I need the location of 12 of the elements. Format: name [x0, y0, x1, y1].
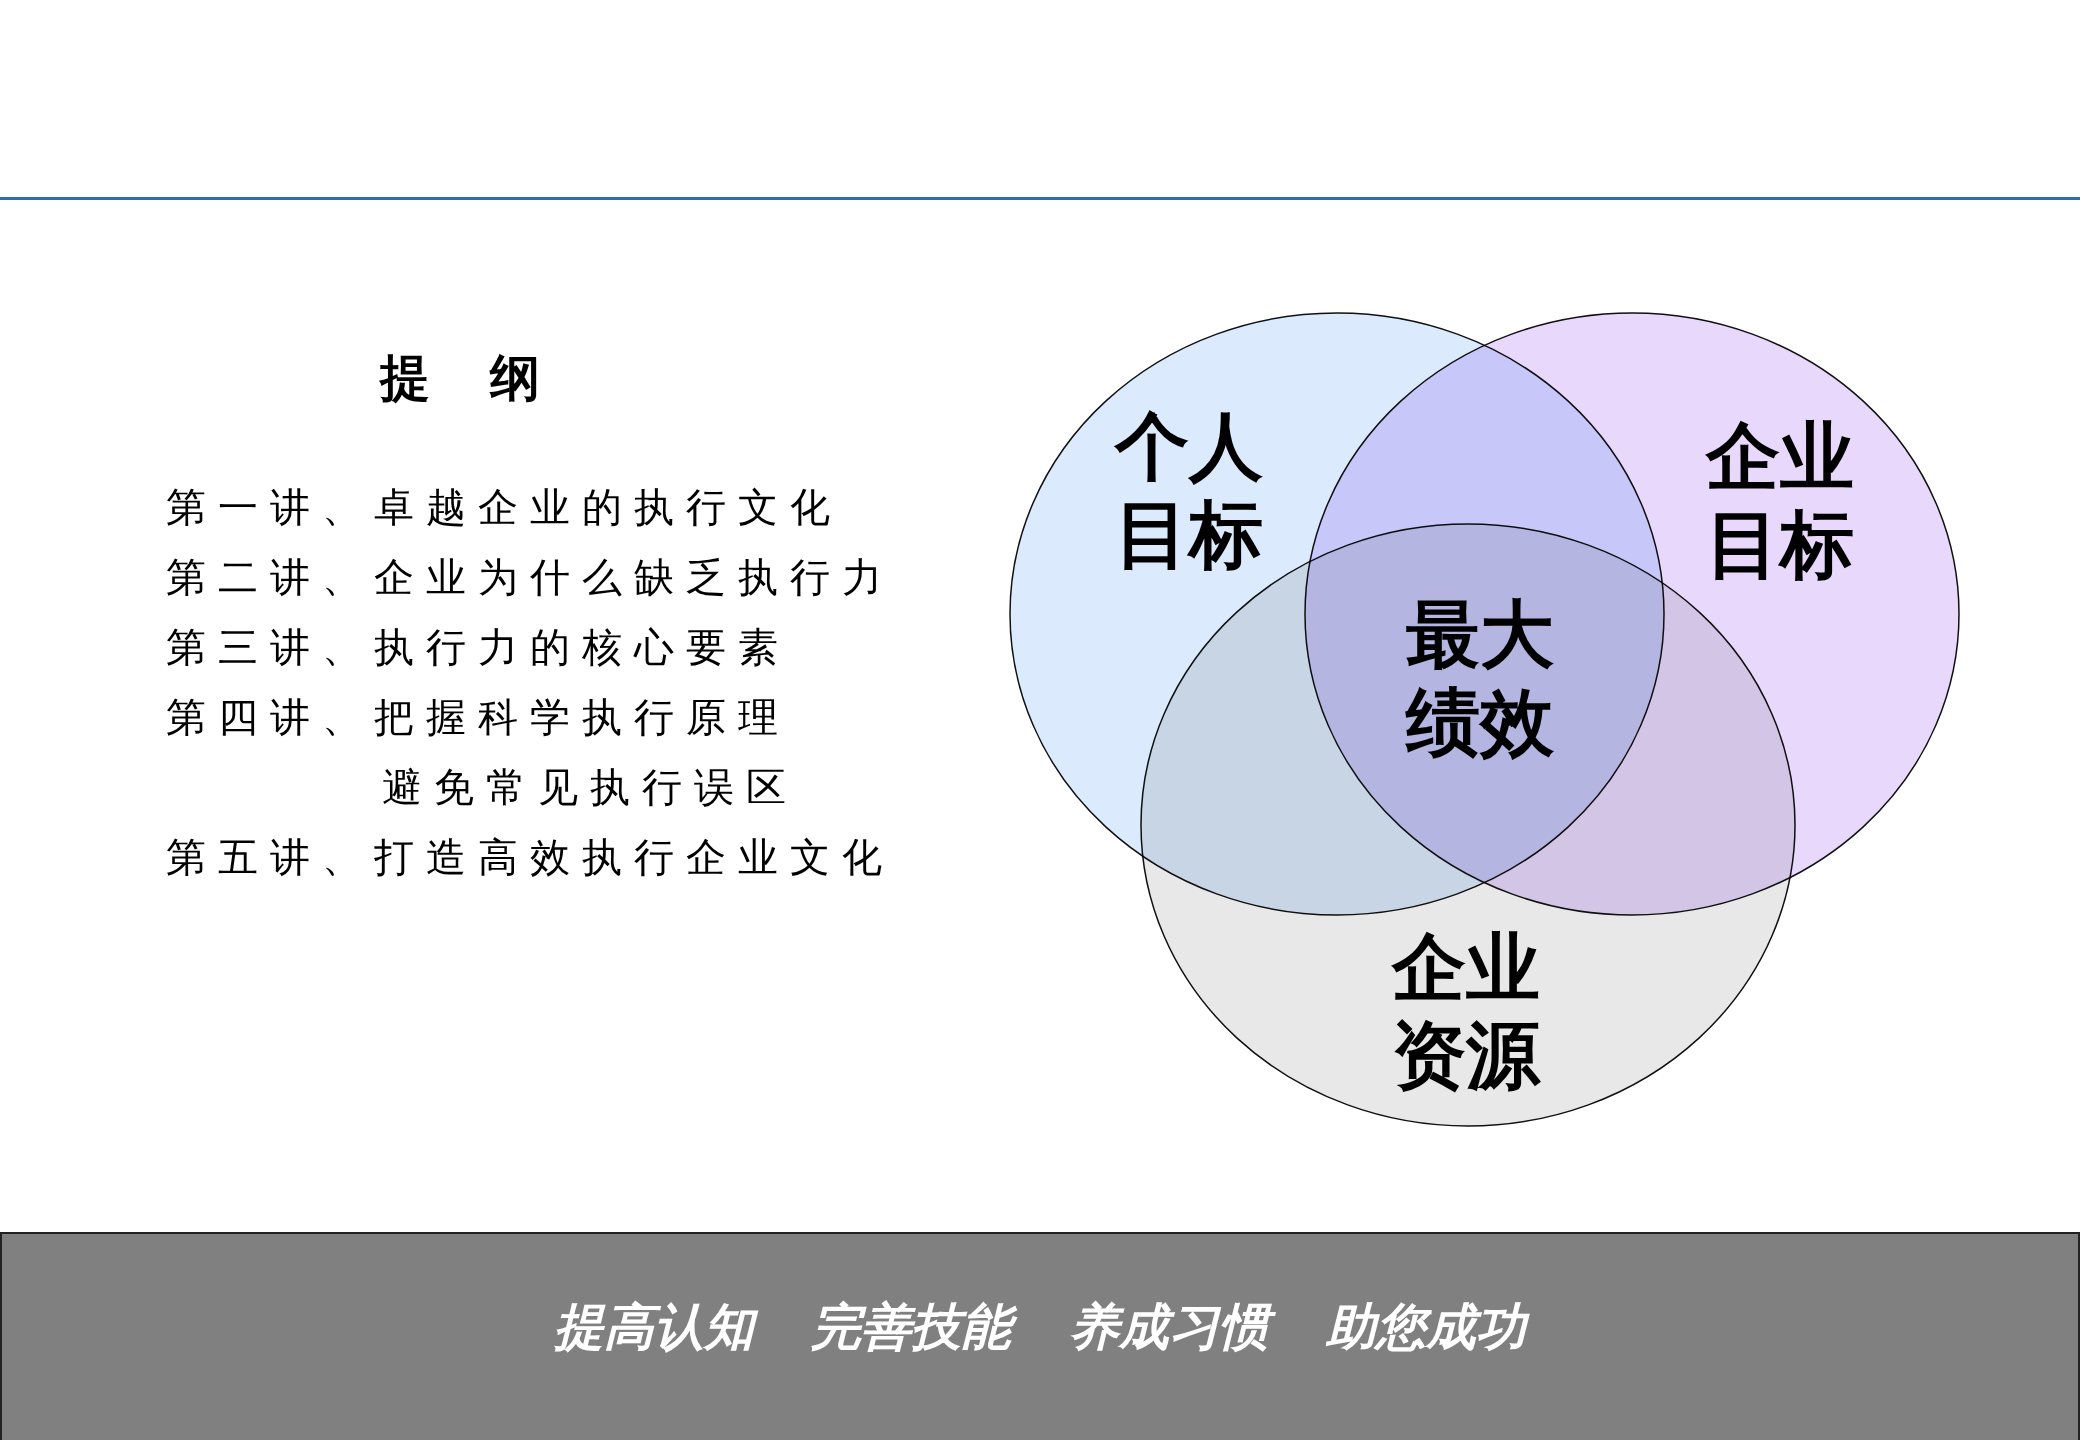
venn-label: 企业资源: [1390, 923, 1542, 1099]
venn-label: 个人目标: [1113, 402, 1264, 578]
outline-item: 第四讲、把握科学执行原理: [166, 693, 790, 742]
outline-item: 第一讲、卓越企业的执行文化: [166, 483, 842, 532]
outline-item: 避免常见执行误区: [382, 763, 798, 812]
outline-item: 第五讲、打造高效执行企业文化: [166, 833, 894, 882]
outline-item: 第二讲、企业为什么缺乏执行力: [166, 553, 894, 602]
outline-item: 第三讲、执行力的核心要素: [166, 623, 790, 672]
outline-title: 提纲: [380, 348, 600, 409]
venn-label: 最大绩效: [1404, 590, 1555, 766]
venn-label: 企业目标: [1704, 412, 1855, 588]
slogan-text: 提高认知 完善技能 养成习惯 助您成功: [2, 1294, 2078, 1361]
